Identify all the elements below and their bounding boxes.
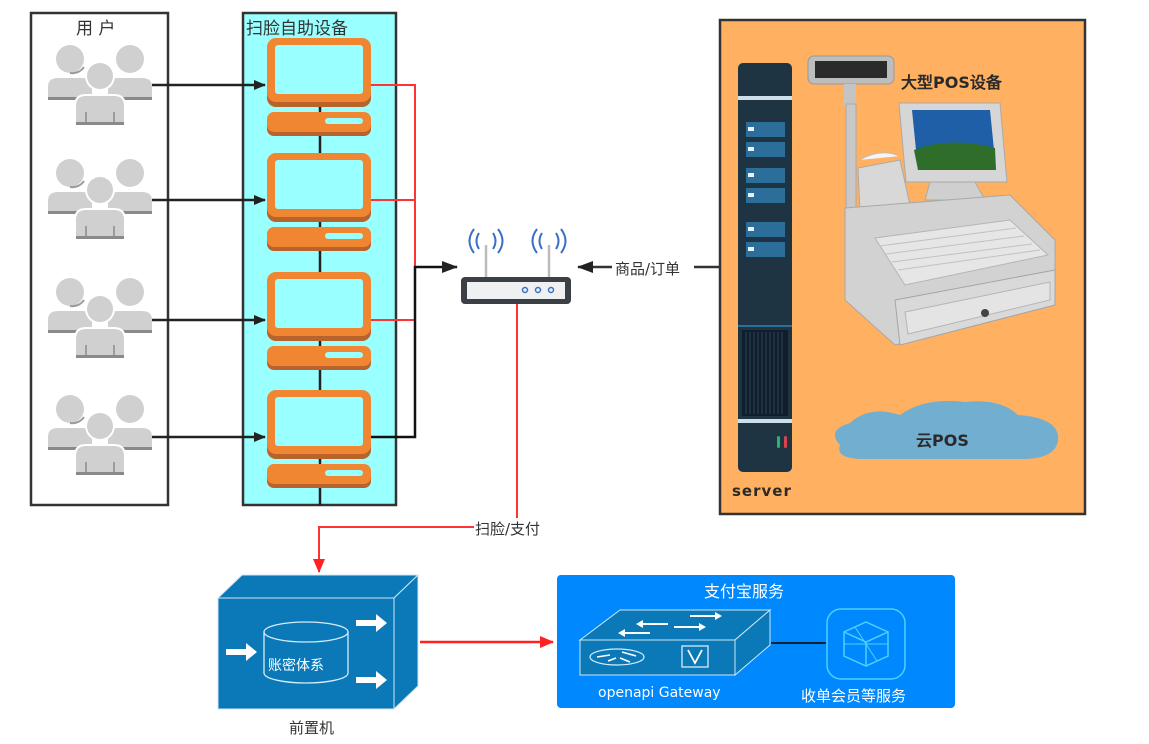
cloud-icon (834, 400, 1059, 459)
device-to-router-arrow (371, 261, 458, 439)
service-cube-icon (826, 608, 906, 680)
pos-device-label: 大型POS设备 (901, 73, 1002, 92)
server-label: server (732, 482, 792, 500)
server-icon (738, 63, 792, 472)
front-machine-box (216, 573, 420, 711)
face-pay-label: 扫脸/支付 (474, 518, 542, 539)
gateway-switch-icon (578, 608, 772, 677)
kiosk-device-icon (267, 38, 371, 136)
kiosk-device-icon (267, 153, 371, 251)
kiosk-device-icon (267, 390, 371, 488)
kiosk-device-icon (267, 272, 371, 370)
account-system-label: 账密体系 (268, 658, 324, 674)
goods-order-label: 商品/订单 (614, 258, 682, 279)
kiosk-panel-title: 扫脸自助设备 (246, 19, 348, 39)
arrow-in-icon (226, 643, 257, 661)
alipay-panel-title: 支付宝服务 (704, 582, 785, 601)
device-bus-line (371, 84, 416, 321)
arrow-out-icon (356, 671, 387, 689)
cloud-pos-label: 云POS (916, 431, 969, 450)
front-machine-caption: 前置机 (289, 719, 335, 737)
router-icon (461, 228, 571, 304)
face-pay-line (473, 304, 518, 528)
gateway-label: openapi Gateway (598, 685, 721, 701)
pos-terminal-image (807, 55, 1056, 346)
users-panel-title: 用 户 (76, 19, 116, 39)
service-label: 收单会员等服务 (801, 687, 907, 705)
face-pay-arrow (313, 526, 473, 573)
arrow-out-icon (356, 614, 387, 632)
